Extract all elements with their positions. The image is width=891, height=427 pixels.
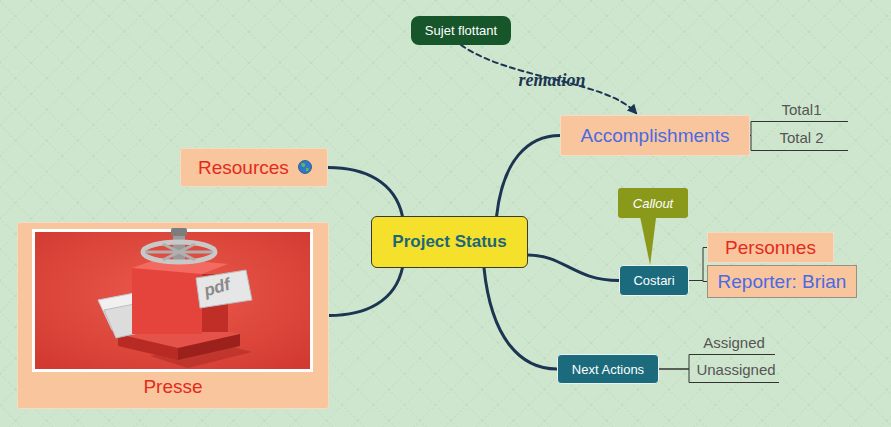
branch-line <box>484 268 557 369</box>
branch-line <box>689 281 707 282</box>
relationship-label: remation <box>519 70 586 91</box>
topic-text: Callout <box>633 196 673 211</box>
main-topic: Next Actions <box>557 354 659 384</box>
main-topic: Costari <box>619 265 689 296</box>
floating-topic: Sujet flottant <box>411 16 511 45</box>
topic-text: Accomplishments <box>581 125 730 147</box>
subtopic: Total1 <box>755 98 848 122</box>
subtopic: Unassigned <box>693 357 779 383</box>
topic-text: Assigned <box>703 334 765 351</box>
topic-text: Presse <box>143 376 202 398</box>
topic-text: Sujet flottant <box>425 23 497 38</box>
topic-text: Total 2 <box>779 129 823 146</box>
branch-line <box>328 168 402 217</box>
topic-text: Project Status <box>392 232 506 252</box>
branch-line <box>528 255 619 281</box>
branch-line <box>689 248 707 281</box>
subtopic: Total 2 <box>755 124 848 151</box>
central-topic: Project Status <box>371 216 528 268</box>
topic-text: Next Actions <box>572 362 644 377</box>
callout-pointer <box>640 217 656 265</box>
branch-line <box>497 136 560 217</box>
callout-box: Callout <box>618 188 688 218</box>
main-topic: Resources <box>180 148 328 187</box>
topic-text: Resources <box>198 157 289 179</box>
relationship-arrow <box>461 45 636 113</box>
subtopic: Reporter: Brian <box>707 265 857 298</box>
topic-text: Unassigned <box>696 361 775 378</box>
subtopic: Personnes <box>707 232 834 263</box>
topic-text: Personnes <box>725 237 816 259</box>
image-topic: Presse <box>17 222 329 409</box>
topic-text: Reporter: Brian <box>718 271 847 293</box>
topic-text: Costari <box>633 273 674 288</box>
branch-line <box>659 355 693 370</box>
branch-line <box>329 268 402 316</box>
main-topic: Accomplishments <box>560 115 750 156</box>
subtopic: Assigned <box>693 330 775 355</box>
topic-text: Total1 <box>781 101 821 118</box>
branch-line <box>659 369 693 383</box>
